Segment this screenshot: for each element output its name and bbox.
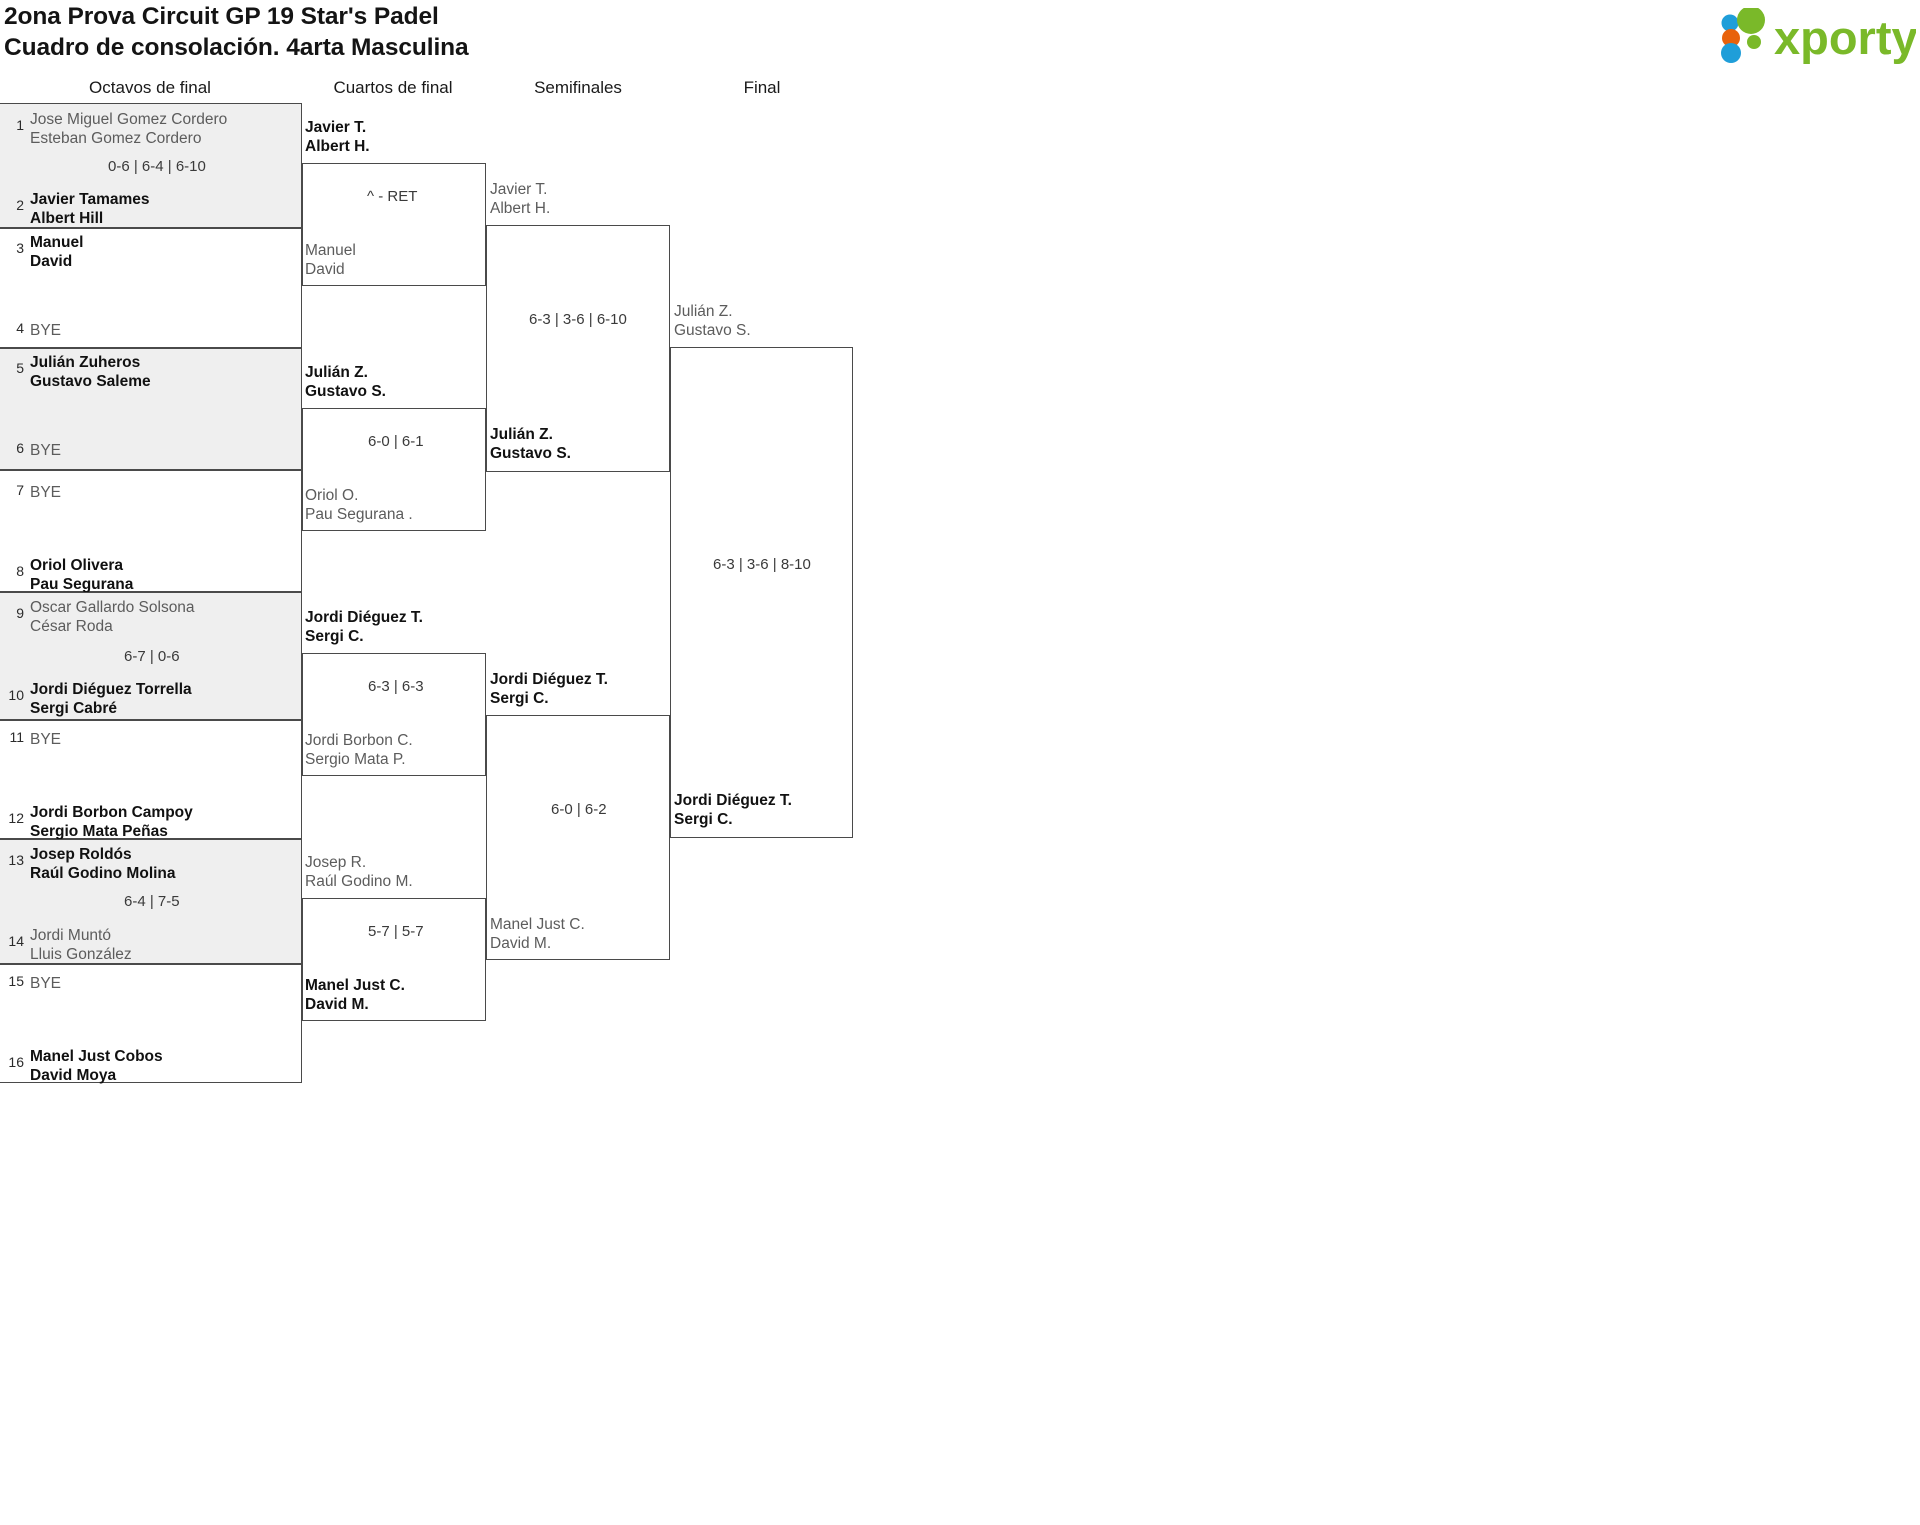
r16-score: 6-7 | 0-6: [124, 648, 180, 665]
seed-number: 9: [16, 605, 24, 621]
qf-match-2-top[interactable]: Julián Z.Gustavo S.: [305, 364, 386, 400]
r16-player-6[interactable]: 6 BYE: [0, 441, 302, 460]
sf-score-1: 6-3 | 3-6 | 6-10: [529, 311, 627, 328]
bye-label: BYE: [30, 975, 62, 992]
round-header-cuartos: Cuartos de final: [333, 78, 453, 97]
r16-score: 0-6 | 6-4 | 6-10: [108, 158, 206, 175]
sf-match-1-top[interactable]: Javier T.Albert H.: [490, 181, 551, 217]
sf-match-2-top[interactable]: Jordi Diéguez T.Sergi C.: [490, 671, 608, 707]
seed-number: 13: [8, 852, 24, 868]
qf-connector-3: [302, 653, 486, 776]
sf-match-1-bottom[interactable]: Julián Z.Gustavo S.: [490, 426, 571, 462]
seed-number: 16: [8, 1054, 24, 1070]
seed-number: 14: [8, 933, 24, 949]
qf-score-2: 6-0 | 6-1: [368, 433, 424, 450]
bye-label: BYE: [30, 484, 62, 501]
seed-number: 5: [16, 360, 24, 376]
qf-match-4-bottom[interactable]: Manel Just C.David M.: [305, 977, 405, 1013]
qf-connector-1: [302, 163, 486, 286]
qf-match-4-top[interactable]: Josep R.Raúl Godino M.: [305, 854, 413, 890]
title-line-1: 2ona Prova Circuit GP 19 Star's Padel: [4, 3, 439, 30]
qf-match-3-top[interactable]: Jordi Diéguez T.Sergi C.: [305, 609, 423, 645]
tournament-title: 2ona Prova Circuit GP 19 Star's Padel Cu…: [4, 1, 469, 63]
qf-score-4: 5-7 | 5-7: [368, 923, 424, 940]
seed-number: 11: [9, 729, 24, 745]
title-line-2: Cuadro de consolación. 4arta Masculina: [4, 34, 469, 61]
seed-number: 3: [16, 240, 24, 256]
r16-score: 6-4 | 7-5: [124, 893, 180, 910]
r16-player-4[interactable]: 4 BYE: [0, 321, 302, 340]
seed-number: 2: [16, 197, 24, 213]
sf-connector-2: [486, 715, 670, 960]
qf-score-1: ^ - RET: [367, 188, 418, 205]
bye-label: BYE: [30, 731, 62, 748]
seed-number: 8: [16, 563, 24, 579]
sf-connector-1: [486, 225, 670, 472]
round-header-semifinales: Semifinales: [534, 78, 622, 97]
qf-connector-2: [302, 408, 486, 531]
bye-label: BYE: [30, 442, 62, 459]
sf-match-2-bottom[interactable]: Manel Just C.David M.: [490, 916, 585, 952]
final-score: 6-3 | 3-6 | 8-10: [713, 556, 811, 573]
logo-dots-icon: [1721, 8, 1765, 63]
r16-player-11[interactable]: 11 BYE: [0, 730, 302, 749]
r16-player-7[interactable]: 7 BYE: [0, 483, 302, 502]
seed-number: 10: [8, 687, 24, 703]
qf-score-3: 6-3 | 6-3: [368, 678, 424, 695]
qf-match-3-bottom[interactable]: Jordi Borbon C.Sergio Mata P.: [305, 732, 413, 768]
round-header-final: Final: [743, 78, 781, 97]
round-header-octavos: Octavos de final: [89, 78, 211, 97]
seed-number: 1: [16, 117, 24, 133]
sf-score-2: 6-0 | 6-2: [551, 801, 607, 818]
seed-number: 7: [16, 482, 24, 498]
qf-connector-4: [302, 898, 486, 1021]
seed-number: 12: [8, 810, 24, 826]
seed-number: 15: [8, 973, 24, 989]
logo-wordmark: xporty: [1774, 11, 1916, 64]
qf-match-1-top[interactable]: Javier T.Albert H.: [305, 119, 370, 155]
seed-number: 6: [16, 440, 24, 456]
qf-match-2-bottom[interactable]: Oriol O.Pau Segurana .: [305, 487, 413, 523]
final-match-top[interactable]: Julián Z.Gustavo S.: [674, 303, 751, 339]
final-match-bottom-champion[interactable]: Jordi Diéguez T.Sergi C.: [674, 792, 792, 828]
bye-label: BYE: [30, 322, 62, 339]
r16-player-15[interactable]: 15 BYE: [0, 974, 302, 993]
page-header: 2ona Prova Circuit GP 19 Star's Padel Cu…: [0, 0, 1920, 86]
seed-number: 4: [16, 320, 24, 336]
xporty-logo[interactable]: xporty: [1716, 8, 1916, 64]
final-connector: [670, 347, 853, 838]
